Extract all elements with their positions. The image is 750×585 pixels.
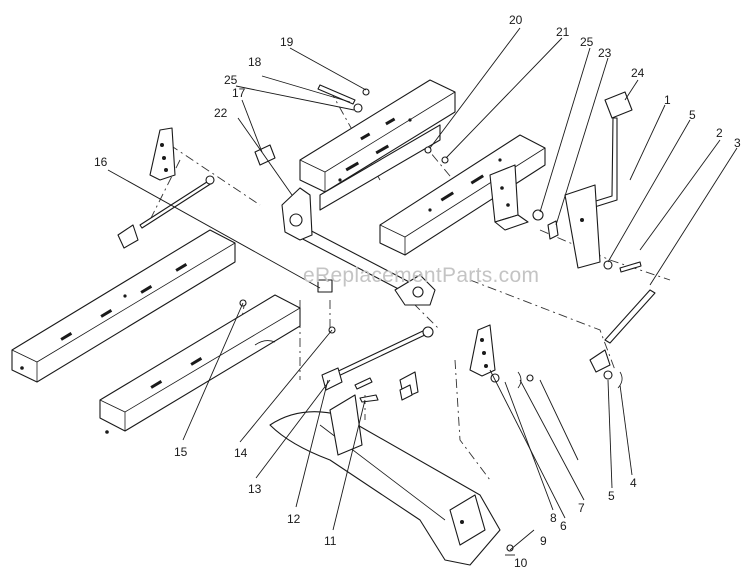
- right-frame-rail: [379, 134, 546, 256]
- callout-21: 21: [556, 25, 570, 39]
- callout-1: 1: [664, 93, 671, 107]
- callout-19: 19: [280, 35, 294, 49]
- upper-frame-rail: [299, 79, 456, 211]
- callout-15: 15: [174, 445, 188, 459]
- callout-17: 17: [232, 86, 246, 100]
- callout-13: 13: [248, 482, 262, 496]
- callout-20: 20: [509, 13, 523, 27]
- right-link-plate: [469, 324, 496, 377]
- leader-lines: [107, 27, 738, 556]
- callout-8: 8: [550, 511, 557, 525]
- callout-2: 2: [716, 126, 723, 140]
- lower-frame-rail: [99, 294, 301, 434]
- callout-14: 14: [234, 446, 248, 460]
- callout-25-right: 25: [580, 35, 594, 49]
- callout-4: 4: [630, 476, 637, 490]
- lift-arm: [269, 394, 501, 566]
- callout-3: 3: [734, 136, 741, 150]
- callout-12: 12: [287, 512, 301, 526]
- callout-labels: 1 2 3 4 5 5 6 7 8 9 10 11 12 13 14 15 16…: [94, 13, 741, 570]
- callout-18: 18: [248, 55, 262, 69]
- left-frame-rail: [11, 229, 236, 383]
- callout-9: 9: [540, 534, 547, 548]
- callout-25-left: 25: [224, 73, 238, 87]
- callout-16: 16: [94, 155, 108, 169]
- callout-22: 22: [214, 106, 228, 120]
- callout-5-upper: 5: [689, 108, 696, 122]
- control-lever: [564, 91, 633, 269]
- callout-23: 23: [598, 46, 612, 60]
- right-hardware: [490, 209, 656, 389]
- callout-7: 7: [578, 501, 585, 515]
- watermark: eReplacementParts.com: [303, 264, 539, 287]
- cross-shaft: [281, 187, 436, 306]
- callout-24: 24: [631, 66, 645, 80]
- left-link-plate: [117, 127, 215, 249]
- callout-5-lower: 5: [608, 489, 615, 503]
- lower-link-rod: [321, 326, 434, 403]
- mounting-bracket: [489, 164, 529, 231]
- small-fasteners: [239, 84, 514, 552]
- callout-10: 10: [514, 556, 528, 570]
- callout-11: 11: [324, 534, 337, 548]
- callout-6: 6: [560, 519, 567, 533]
